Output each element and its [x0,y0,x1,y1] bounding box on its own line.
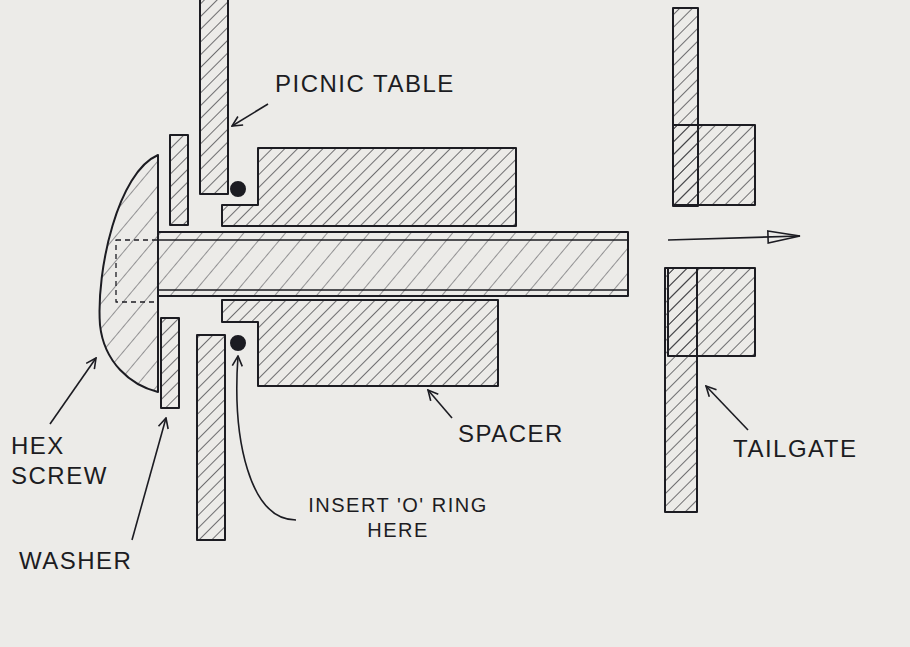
hex-socket [116,240,158,302]
o-ring [231,336,245,350]
spacer-section [222,148,516,226]
table-board [200,0,228,194]
washer-section [161,318,179,408]
shaft-edge [158,239,628,240]
part-label: WASHER [16,545,135,577]
part-label: HEX SCREW [8,430,126,492]
screw-shaft [158,232,628,296]
part-label: INSERT 'O' RING HERE [300,492,496,544]
spacer-section [222,300,498,386]
leader-line [706,386,748,430]
washer-section [170,135,188,225]
leader-line [428,390,452,418]
leader-line [237,356,296,520]
o-ring [231,182,245,196]
direction-arrow [668,236,800,240]
part-label: SPACER [455,418,567,450]
shaft-edge [158,289,628,290]
tailgate-plate [665,268,697,512]
part-label: PICNIC TABLE [272,68,458,100]
leader-line [132,418,166,540]
table-board [197,335,225,540]
tailgate-block [673,125,755,205]
part-label: TAILGATE [730,433,860,465]
leader-line [50,358,96,424]
leader-line [232,104,268,126]
screw-head [100,155,158,392]
